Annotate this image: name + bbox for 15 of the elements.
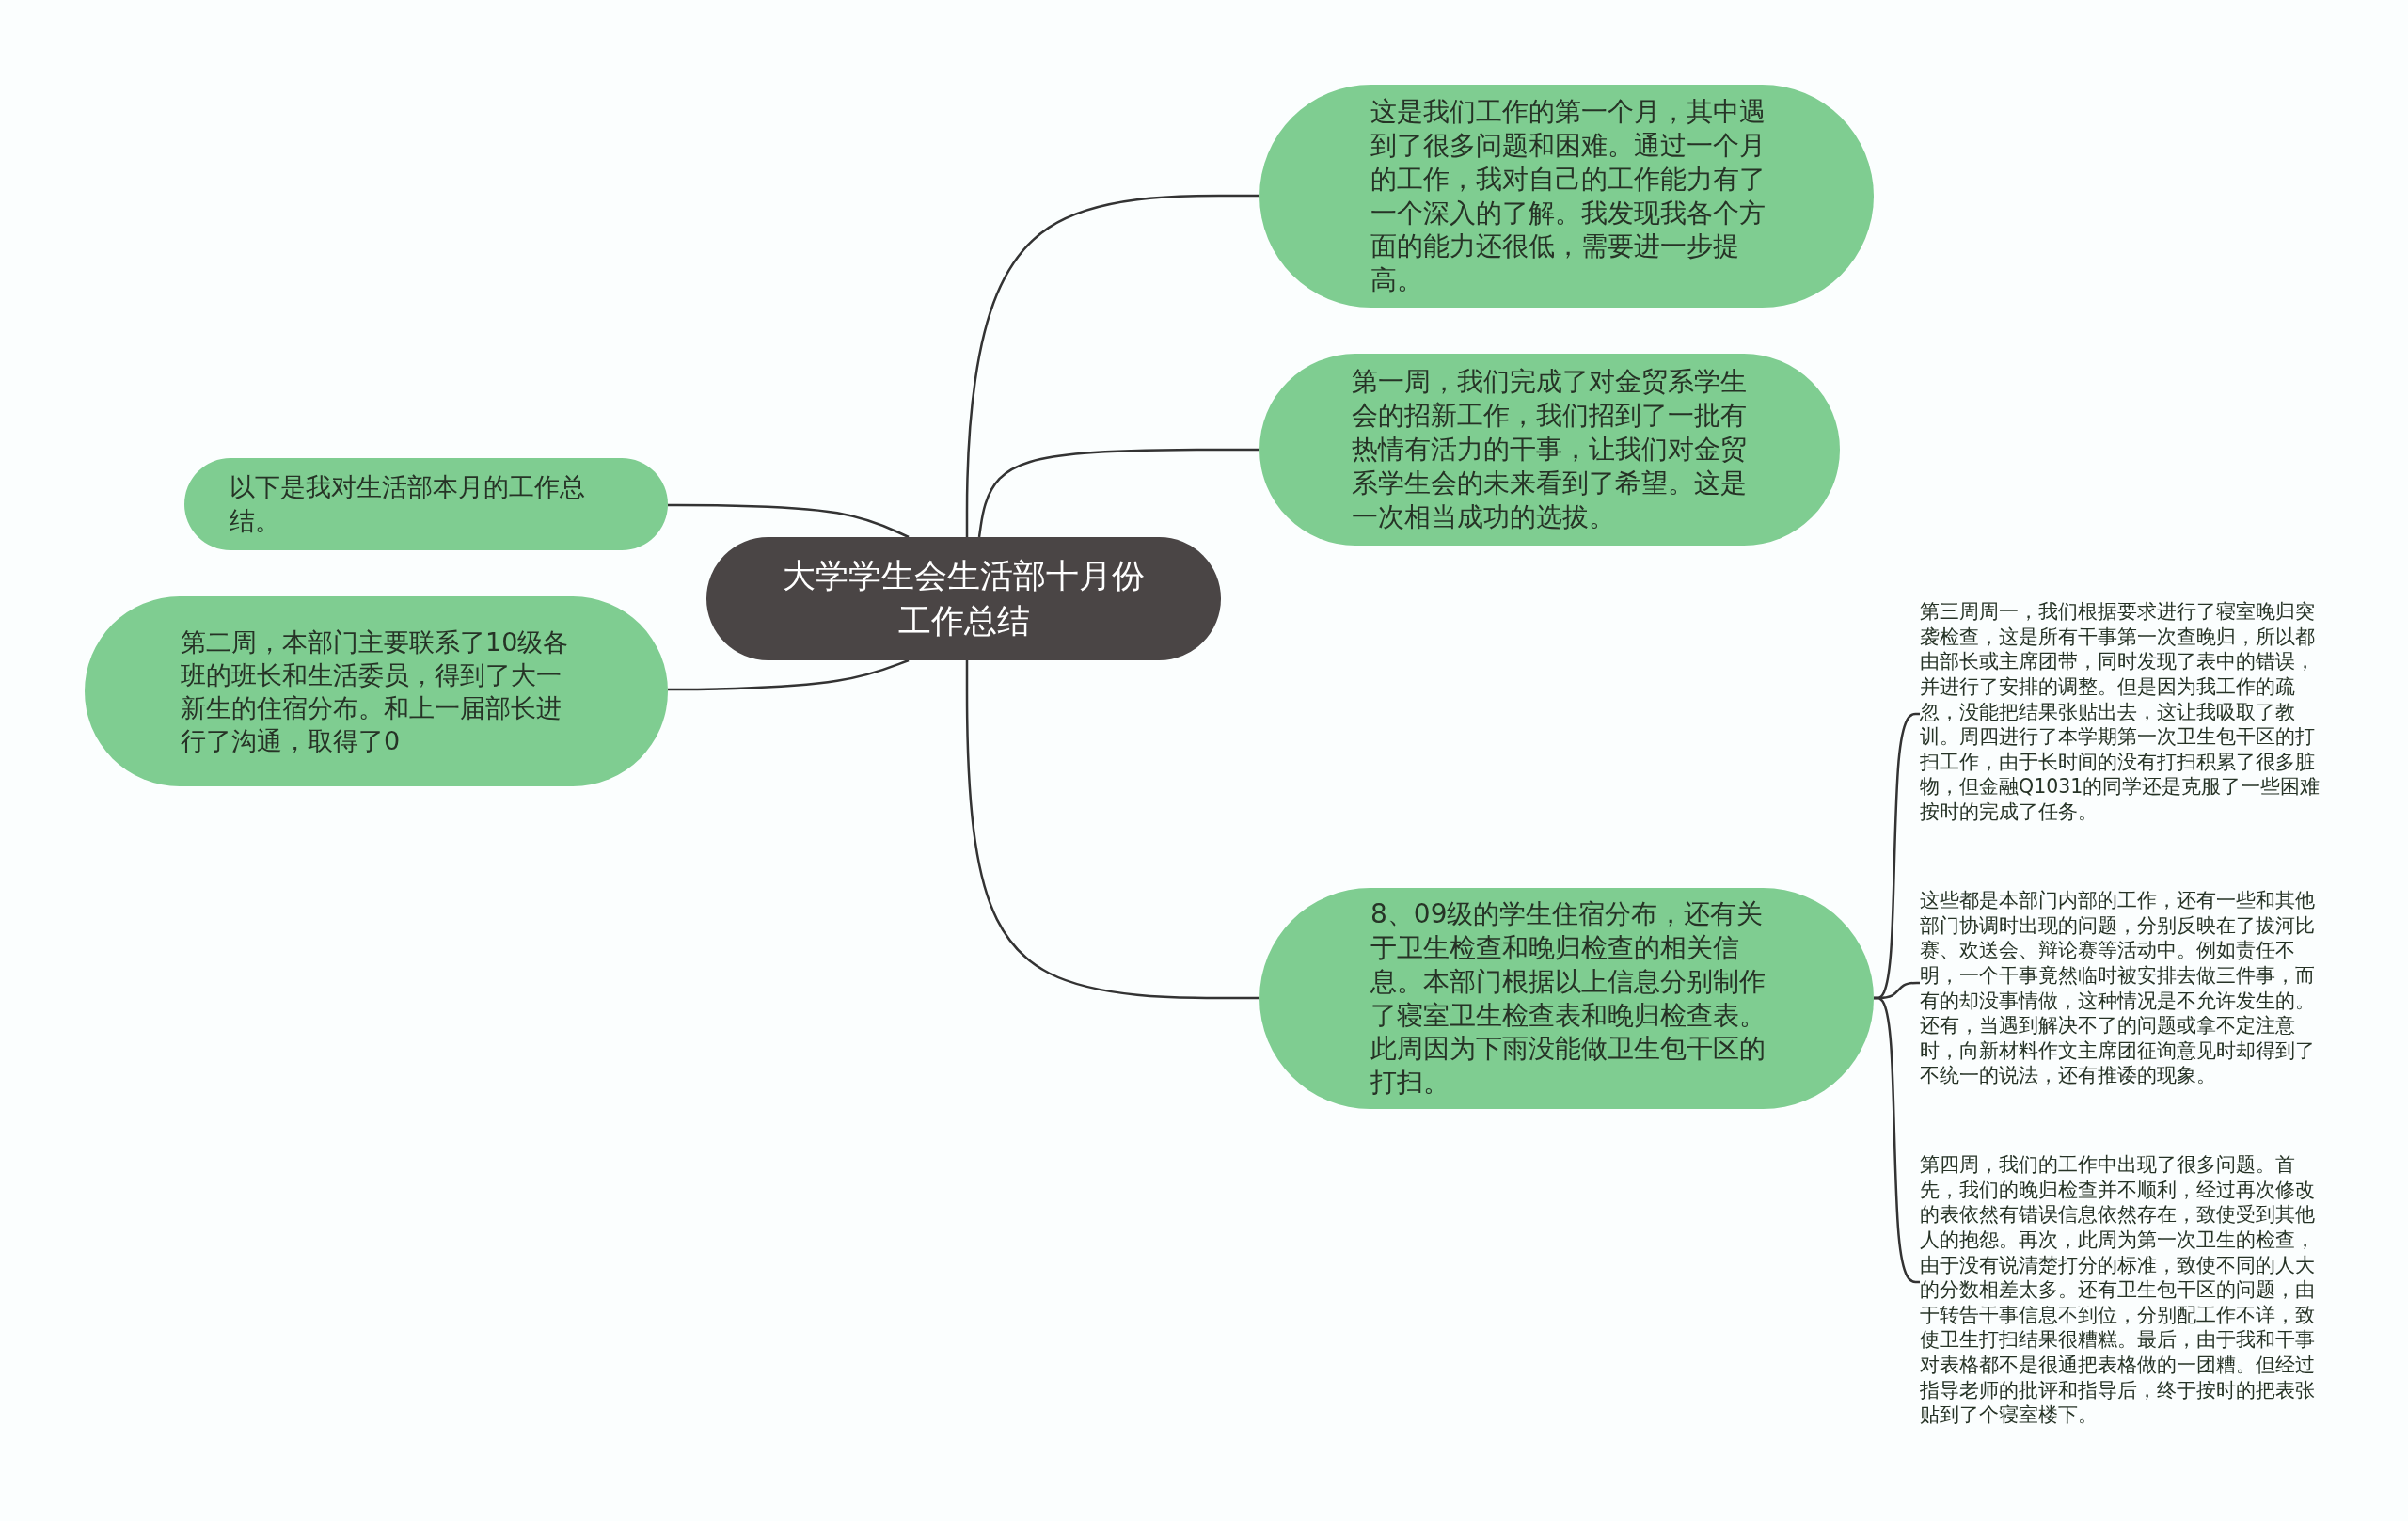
topic-node: 第一周，我们完成了对金贸系学生会的招新工作，我们招到了一批有热情有活力的干事，让我们对金贸系学生会的未来看到了希望。这是一次相当成功的选拔。 [1259, 354, 1840, 546]
topic-node: 以下是我对生活部本月的工作总结。 [184, 458, 668, 550]
topic-node: 第二周，本部门主要联系了10级各班的班长和生活委员，得到了大一新生的住宿分布。和上一届部长进行了沟通，取得了0 [85, 596, 668, 786]
note-text: 第三周周一，我们根据要求进行了寝室晚归突袭检查，这是所有干事第一次查晚归，所以都由部长或主席团带，同时发现了表中的错误，并进行了安排的调整。但是因为我工作的疏忽，没能把结果张贴出去，这让我吸取了教训。周四进行了本学期第一次卫生包干区的打扫工作，由于长时间的没有打扫积累了很多脏物，但金融Q1031的同学还是克服了一些困难按时的完成了任务。 [1920, 599, 2324, 830]
topic-node: 这是我们工作的第一个月，其中遇到了很多问题和困难。通过一个月的工作，我对自己的工作能力有了一个深入的了解。我发现我各个方面的能力还很低，需要进一步提高。 [1259, 85, 1874, 308]
connector-line [965, 194, 1259, 537]
connector-line [668, 503, 910, 539]
topic-node: 8、09级的学生住宿分布，还有关于卫生检查和晚归检查的相关信息。本部门根据以上信息分别制作了寝室卫生检查表和晚归检查表。此周因为下雨没能做卫生包干区的打扫。 [1259, 888, 1874, 1109]
central-topic-node: 大学学生会生活部十月份工作总结 [706, 537, 1221, 660]
note-text: 这些都是本部门内部的工作，还有一些和其他部门协调时出现的问题，分别反映在了拔河比赛、欢送会、辩论赛等活动中。例如责任不明，一个干事竟然临时被安排去做三件事，而有的却没事情做，这种情况是不允许发生的。还有，当遇到解决不了的问题或拿不定注意时，向新材料作文主席团征询意见时却得到了不统一的说法，还有推诿的现象。 [1920, 888, 2324, 1090]
connector-line [977, 448, 1259, 538]
connector-line [965, 660, 1259, 1000]
connector-line [1874, 996, 1920, 1284]
note-text: 第四周，我们的工作中出现了很多问题。首先，我们的晚归检查并不顺利，经过再次修改的表依然有错误信息依然存在，致使受到其他人的抱怨。再次，此周为第一次卫生的检查，由于没有说清楚打分的标准，致使不同的人大的分数相差太多。还有卫生包干区的问题，由于转告干事信息不到位，分别配工作不详，致使卫生打扫结果很糟糕。最后，由于我和干事对表格都不是很通把表格做的一团糟。但经过指导老师的批评和指导后，终于按时的把表张贴到了个寝室楼下。 [1920, 1152, 2324, 1433]
connector-line [668, 658, 910, 691]
